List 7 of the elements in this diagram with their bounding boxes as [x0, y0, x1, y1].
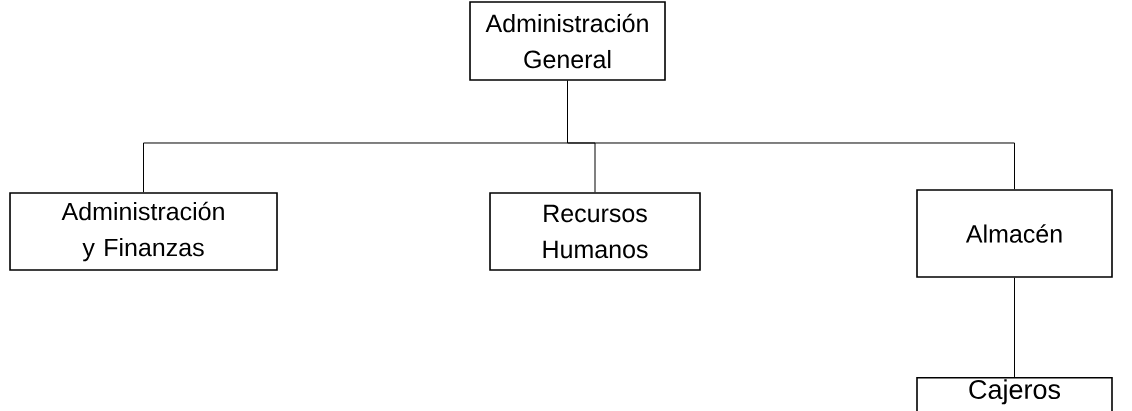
- connector-line: [1014, 277, 1015, 378]
- org-box: Administración y Finanzas: [9, 192, 278, 271]
- org-box: Cajeros: [916, 376, 1113, 411]
- org-box: Recursos Humanos: [489, 192, 701, 271]
- connector-line: [567, 80, 1015, 190]
- org-box: Administración General: [469, 1, 666, 81]
- org-box: Almacén: [916, 189, 1113, 278]
